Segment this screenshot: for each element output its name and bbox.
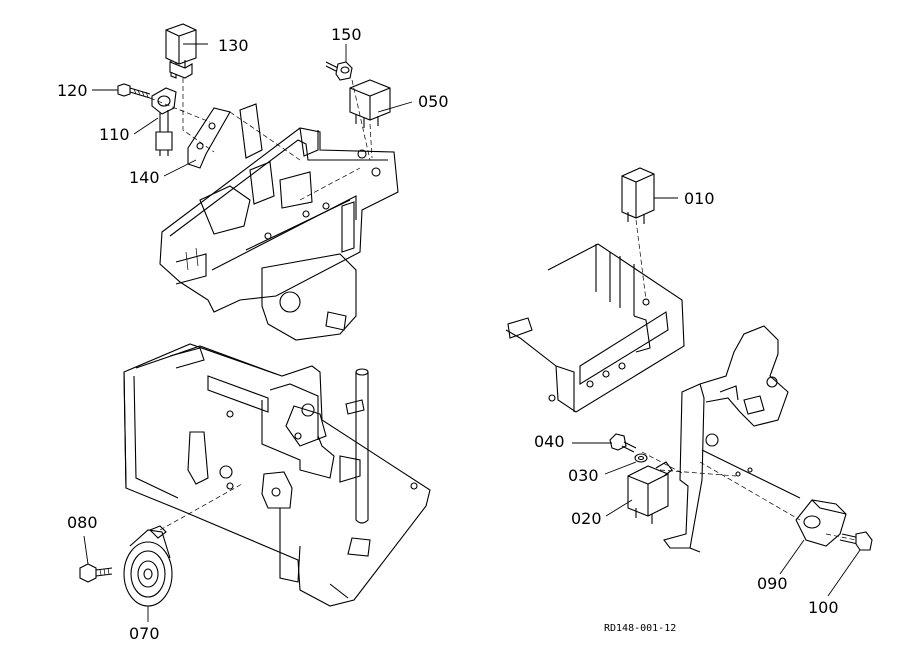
callout-120: 120: [57, 81, 88, 100]
horn-070-part: [123, 483, 243, 607]
switch-110-part: [151, 87, 177, 156]
upper-left-assembly: [117, 23, 399, 341]
lower-frame: [123, 343, 431, 607]
washer-030-part: [634, 453, 648, 463]
callout-080: 080: [67, 513, 98, 532]
right-assembly-lines: [641, 451, 857, 541]
drawing-reference-code: RD148-001-12: [604, 623, 677, 634]
callout-050: 050: [418, 92, 449, 111]
callout-140: 140: [129, 168, 160, 187]
callout-020: 020: [571, 509, 602, 528]
screw-150-part: [325, 61, 353, 81]
bolt-120-part: [117, 83, 151, 99]
right-assembly: [505, 167, 873, 553]
sensor-090-part: [795, 499, 847, 547]
leader-lines: [83, 43, 861, 622]
callout-070: 070: [129, 624, 160, 643]
upper-frame-channel: [159, 103, 399, 341]
lower-left-assembly: [79, 343, 431, 607]
right-frame-channel: [505, 219, 685, 413]
callout-130: 130: [218, 36, 249, 55]
upper-left-assembly-lines: [149, 78, 373, 201]
callout-090: 090: [757, 574, 788, 593]
bolt-080-part: [79, 563, 113, 583]
relay-020-part: [627, 461, 673, 524]
callout-100: 100: [808, 598, 839, 617]
callout-110: 110: [99, 125, 130, 144]
callout-030: 030: [568, 466, 599, 485]
relay-130-part: [165, 23, 197, 79]
relay-050-part: [349, 79, 391, 128]
right-bracket: [663, 325, 801, 553]
callout-150: 150: [331, 25, 362, 44]
screw-040-part: [609, 433, 637, 453]
bolt-100-part: [839, 531, 873, 551]
callout-040: 040: [534, 432, 565, 451]
callout-010: 010: [684, 189, 715, 208]
relay-010-part: [621, 167, 655, 224]
